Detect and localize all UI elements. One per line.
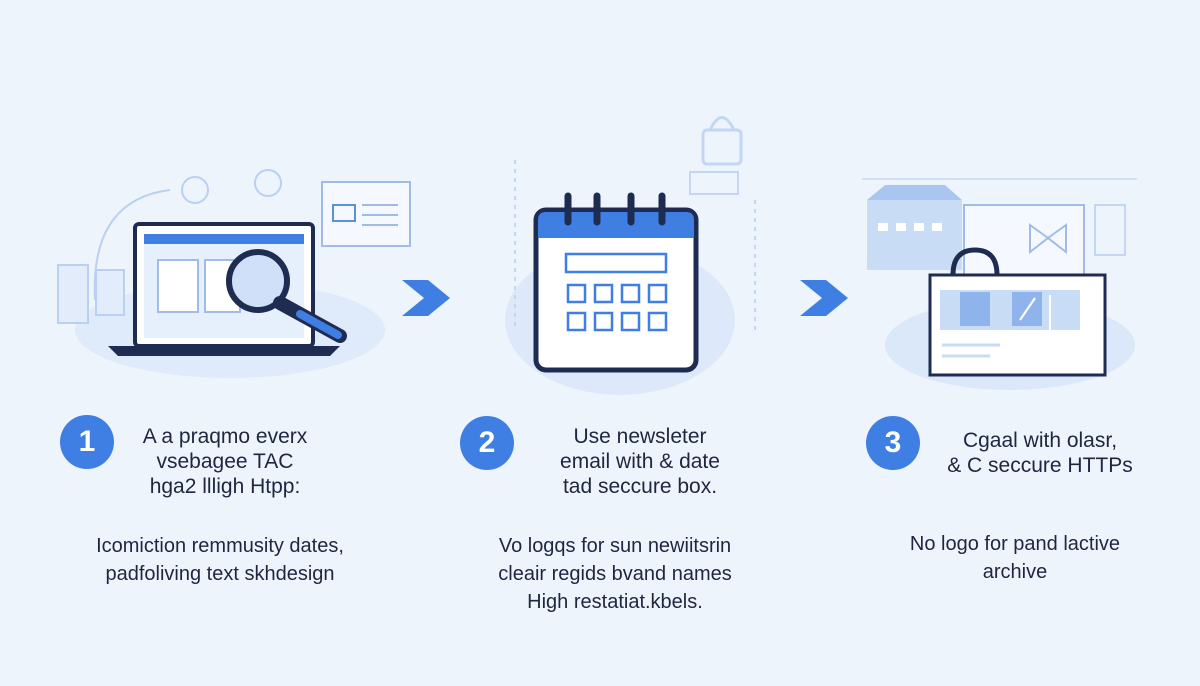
step-3-title-line: & C seccure HTTPs xyxy=(947,454,1133,477)
step-1-desc-line: Icomiction remmusity dates, xyxy=(96,535,344,557)
step-2-desc-line: Vo logqs for sun newiitsrin xyxy=(498,535,732,557)
step-3-title: Cgaal with olasr, & C seccure HTTPs xyxy=(930,428,1150,478)
step-1-title: A a praqmo everx vsebagee TAC hga2 lllig… xyxy=(120,424,330,499)
calendar-icon xyxy=(505,116,756,395)
step-3-description: No logo for pand lactive archive xyxy=(870,530,1160,586)
step-2-description: Vo logqs for sun newiitsrin cleair regid… xyxy=(455,532,775,616)
step-2-title-line: email with & date xyxy=(560,450,720,473)
step-1-title-line: A a praqmo everx xyxy=(142,425,308,448)
step-number-3: 3 xyxy=(866,416,920,470)
step-number-1: 1 xyxy=(60,415,114,469)
step-3-desc-line: No logo for pand lactive xyxy=(909,533,1121,555)
secure-box-icon xyxy=(862,178,1137,390)
step-3-title-line: Cgaal with olasr, xyxy=(962,429,1118,452)
step-2-title-line: Use newsleter xyxy=(573,425,707,448)
step-2-desc-line: cleair regids bvand names xyxy=(498,563,732,585)
step-1-desc-line: padfoliving text skhdesign xyxy=(105,563,335,585)
chevron-right-icon xyxy=(800,280,848,316)
step-1-description: Icomiction remmusity dates, padfoliving … xyxy=(55,532,385,588)
step-2-title-line: tad seccure box. xyxy=(562,475,718,498)
step-1-title-line: hga2 llligh Htpp: xyxy=(149,475,301,498)
step-2-desc-line: High restatiat.kbels. xyxy=(527,591,703,613)
step-number-2: 2 xyxy=(460,416,514,470)
chevron-right-icon xyxy=(402,280,450,316)
step-1-title-line: vsebagee TAC xyxy=(156,450,294,473)
step-2-title: Use newsleter email with & date tad secc… xyxy=(530,424,750,499)
step-3-desc-line: archive xyxy=(982,561,1048,583)
laptop-magnifier-icon xyxy=(57,169,411,378)
